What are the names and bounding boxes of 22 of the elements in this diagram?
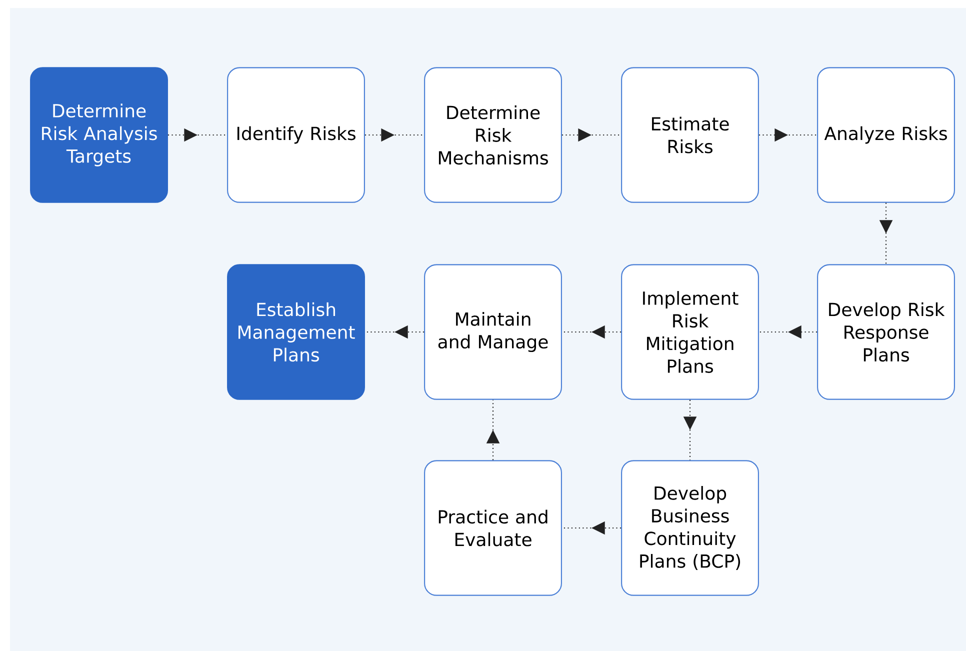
arrow	[486, 400, 500, 460]
arrow	[879, 202, 893, 264]
step-box: Determine Risk Analysis Targets	[30, 67, 168, 203]
step-box: Estimate Risks	[621, 67, 759, 203]
step-box: Analyze Risks	[817, 67, 955, 203]
arrow	[562, 521, 622, 535]
arrow	[562, 325, 622, 339]
arrow	[364, 325, 424, 339]
arrow	[683, 400, 697, 460]
arrow	[562, 128, 622, 142]
arrow	[758, 325, 818, 339]
arrow	[168, 128, 228, 142]
arrow	[364, 128, 424, 142]
step-box: Determine Risk Mechanisms	[424, 67, 562, 203]
arrow	[758, 128, 818, 142]
step-box: Develop Business Continuity Plans (BCP)	[621, 460, 759, 596]
step-box: Implement Risk Mitigation Plans	[621, 264, 759, 400]
step-box: Develop Risk Response Plans	[817, 264, 955, 400]
step-box: Establish Management Plans	[227, 264, 365, 400]
step-box: Maintain and Manage	[424, 264, 562, 400]
step-box: Identify Risks	[227, 67, 365, 203]
step-box: Practice and Evaluate	[424, 460, 562, 596]
